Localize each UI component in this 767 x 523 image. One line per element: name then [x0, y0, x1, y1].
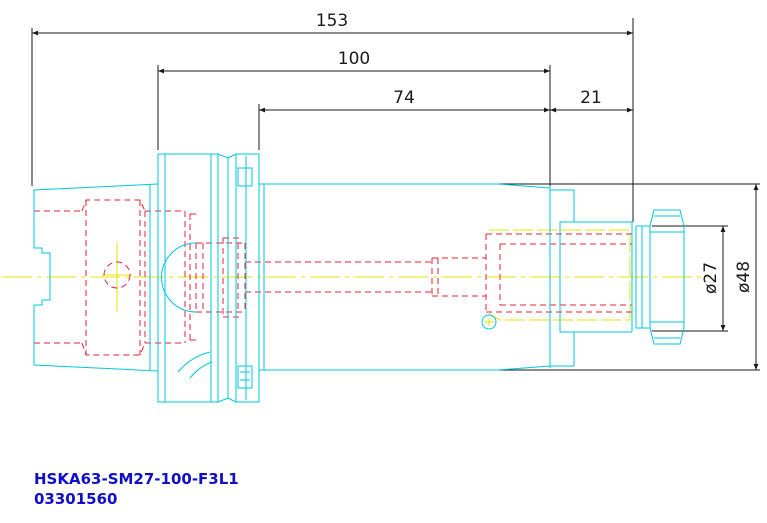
dim-100: 100: [338, 49, 370, 69]
part-number-label: 03301560: [34, 490, 118, 508]
dim-74: 74: [393, 88, 415, 108]
center-lines: [2, 229, 707, 326]
dim-d48: ø48: [734, 261, 754, 293]
dim-21: 21: [580, 88, 602, 108]
dimension-lines: [32, 30, 759, 370]
part-code-label: HSKA63-SM27-100-F3L1: [34, 470, 239, 488]
dim-d27: ø27: [701, 262, 721, 294]
holder-outline: [33, 153, 685, 403]
hidden-lines: [34, 199, 632, 356]
dim-153: 153: [316, 11, 348, 31]
extension-lines: [31, 18, 760, 371]
